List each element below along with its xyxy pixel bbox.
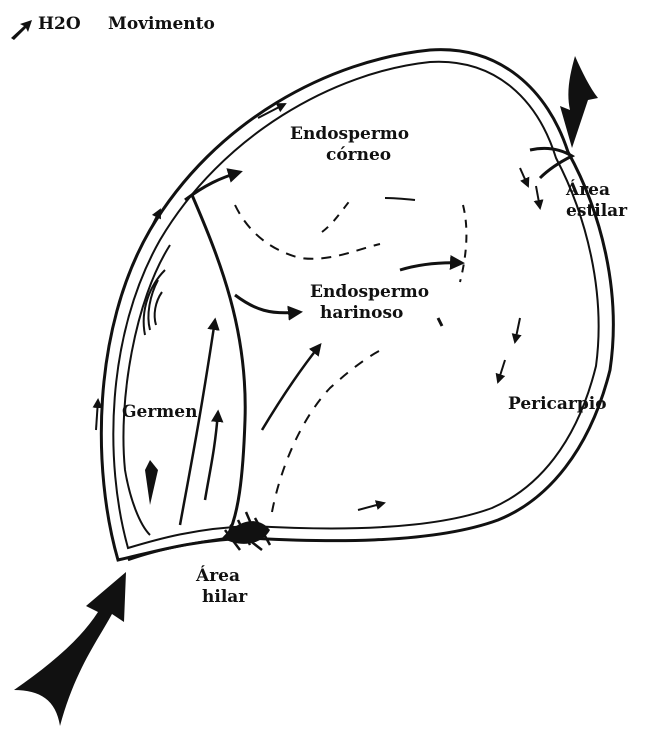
arrow-icon (8, 18, 36, 40)
germ-scutellum-lines (144, 270, 165, 335)
flow-dashed-5 (272, 348, 385, 512)
water-entry-arrow-stylar (560, 56, 598, 148)
label-pericarp: Pericarpio (508, 394, 607, 415)
flow-dot-1 (438, 318, 442, 326)
legend-caption: Movimento (108, 14, 215, 35)
pericarp-flow-arrow-3 (536, 186, 540, 208)
label-stylar-area-line2: estilar (566, 201, 627, 222)
flow-dashed-4 (460, 205, 466, 282)
label-hilar-area-line1: Área (196, 566, 247, 587)
pericarp-flow-arrow-8 (96, 400, 98, 430)
label-endosperm-corneous: Endospermo córneo (290, 124, 409, 167)
label-hilar-area-line2: hilar (196, 587, 247, 608)
pericarp-flow-arrow-7 (150, 210, 160, 230)
flow-arrow-germ-2 (205, 412, 218, 500)
label-endosperm-floury: Endospermo harinoso (310, 282, 429, 325)
pericarp-flow-arrow-5 (498, 360, 505, 382)
flow-dashed-1 (235, 205, 380, 259)
flow-dashed-2 (322, 198, 352, 232)
label-stylar-area-line1: Área (566, 180, 627, 201)
water-entry-arrow (14, 572, 126, 726)
stylar-tip (530, 148, 572, 178)
pericarp-flow-arrow-2 (520, 168, 528, 186)
pericarp-flow-arrow-6 (358, 503, 384, 510)
flow-arrow-top-left (185, 172, 240, 200)
label-hilar-area: Área hilar (196, 566, 247, 609)
germ-inner-curve (123, 245, 170, 535)
pericarp-flow-arrow-4 (515, 318, 520, 342)
germ-inner-wedge (145, 460, 158, 505)
flow-arrow-right (400, 263, 462, 270)
label-stylar-area: Área estilar (566, 180, 627, 223)
label-endosperm-floury-line1: Endospermo (310, 282, 429, 303)
label-endosperm-floury-line2: harinoso (310, 303, 429, 324)
label-germ: Germen (122, 402, 197, 423)
flow-dashed-3 (385, 198, 415, 200)
flow-arrow-mid-right (235, 295, 300, 313)
label-endosperm-corneous-line1: Endospermo (290, 124, 409, 145)
label-endosperm-corneous-line2: córneo (290, 145, 409, 166)
flow-arrow-mid-up (262, 345, 320, 430)
hilar-dark-mass (222, 521, 270, 544)
legend-symbol-text: H2O (38, 14, 81, 35)
germ-boundary (192, 195, 245, 535)
